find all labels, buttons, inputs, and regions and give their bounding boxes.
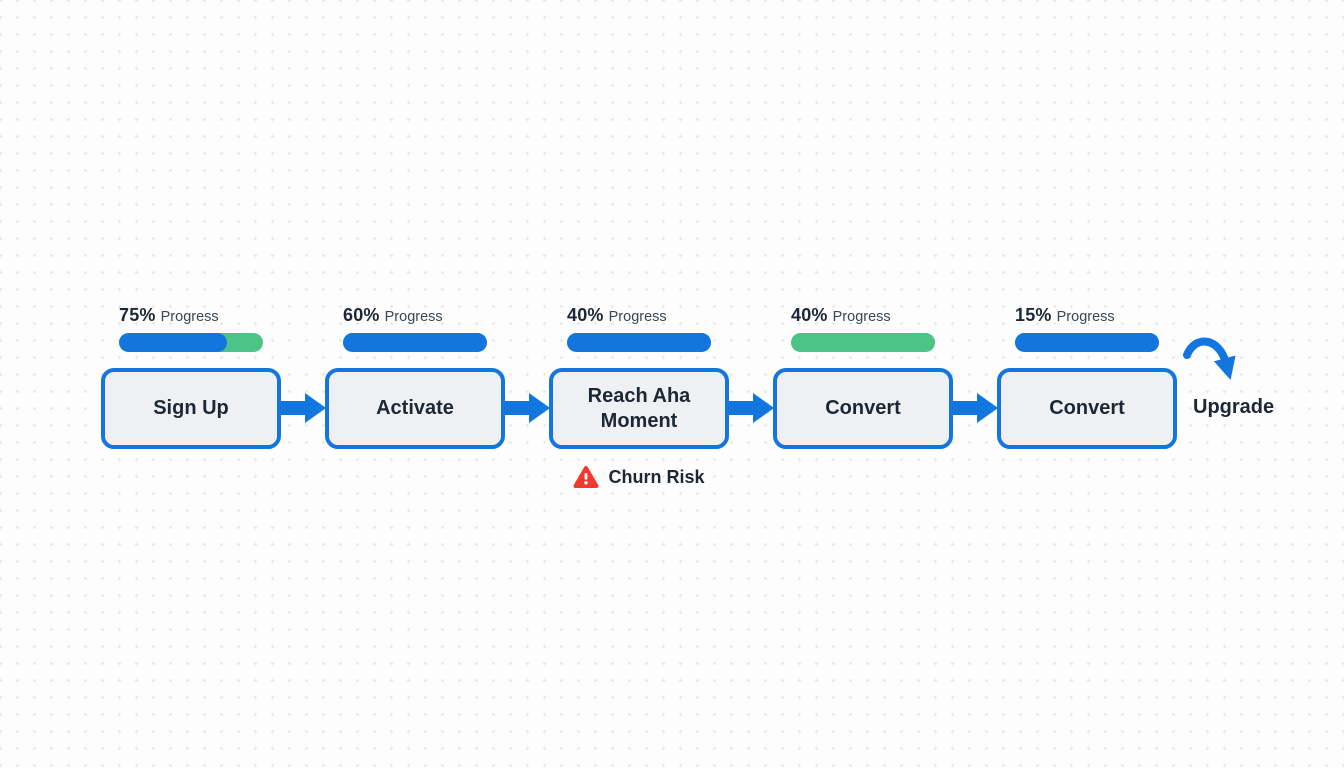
upgrade-end-node: Upgrade: [1183, 305, 1274, 419]
progress-bar: [567, 333, 711, 352]
stage-box-label: Activate: [376, 397, 454, 419]
arrow-shaft: [279, 401, 307, 415]
progress-percent: 75%: [119, 305, 156, 325]
upgrade-label: Upgrade: [1193, 396, 1275, 418]
arrow-shaft: [503, 401, 531, 415]
stage-box-convert-1[interactable]: Convert: [773, 368, 953, 449]
progress-bar: [1015, 333, 1159, 352]
progress-word: Progress: [160, 309, 219, 325]
arrow-head-icon: [977, 393, 998, 423]
progress-bar-fill: [567, 333, 711, 352]
stage-box-sign-up[interactable]: Sign Up: [101, 368, 281, 449]
stage-convert-2: 15% Progress Convert: [997, 305, 1177, 449]
churn-risk-annotation: Churn Risk: [549, 465, 729, 489]
stage-sign-up: 75% Progress Sign Up: [101, 305, 281, 449]
progress-percent: 15%: [1015, 305, 1052, 325]
progress-percent: 40%: [791, 305, 828, 325]
arrow-right-connector[interactable]: [503, 393, 550, 423]
arrow-shaft: [951, 401, 979, 415]
progress-label: 15% Progress: [1015, 305, 1177, 326]
progress-bar-fill: [1015, 333, 1159, 352]
arrow-head-icon: [305, 393, 326, 423]
progress-bar-fill: [119, 333, 227, 352]
stage-convert-1: 40% Progress Convert: [773, 305, 953, 449]
arrow-shaft: [727, 401, 755, 415]
progress-percent: 40%: [567, 305, 604, 325]
stage-box-convert-2[interactable]: Convert: [997, 368, 1177, 449]
churn-risk-label: Churn Risk: [608, 466, 705, 487]
stage-box-activate[interactable]: Activate: [325, 368, 505, 449]
stage-box-label: Sign Up: [153, 397, 229, 419]
progress-bar-fill: [791, 333, 935, 352]
progress-word: Progress: [832, 309, 891, 325]
funnel-diagram: 75% Progress Sign Up 60% Progress Activa…: [101, 305, 1274, 489]
progress-bar-fill: [343, 333, 487, 352]
stage-box-label: Convert: [825, 397, 901, 419]
upgrade-curved-arrow[interactable]: [1183, 333, 1241, 383]
arrow-right-connector[interactable]: [279, 393, 326, 423]
progress-word: Progress: [1056, 309, 1115, 325]
progress-word: Progress: [608, 309, 667, 325]
progress-label: 40% Progress: [567, 305, 729, 326]
arrow-right-connector[interactable]: [727, 393, 774, 423]
stage-box-label: Convert: [1049, 397, 1125, 419]
arrow-right-connector[interactable]: [951, 393, 998, 423]
stage-box-label: Reach Aha Moment: [587, 384, 691, 432]
progress-label: 40% Progress: [791, 305, 953, 326]
progress-label: 60% Progress: [343, 305, 505, 326]
progress-bar: [343, 333, 487, 352]
progress-label: 75% Progress: [119, 305, 281, 326]
warning-triangle-icon: [573, 466, 599, 488]
stage-activate: 60% Progress Activate: [325, 305, 505, 449]
stage-reach-aha-moment: 40% Progress Reach Aha Moment Churn Risk: [549, 305, 729, 489]
progress-percent: 60%: [343, 305, 380, 325]
progress-bar: [119, 333, 263, 352]
stage-box-reach-aha-moment[interactable]: Reach Aha Moment: [549, 368, 729, 449]
progress-word: Progress: [384, 309, 443, 325]
arrow-head-icon: [753, 393, 774, 423]
arrow-head-icon: [529, 393, 550, 423]
progress-bar: [791, 333, 935, 352]
